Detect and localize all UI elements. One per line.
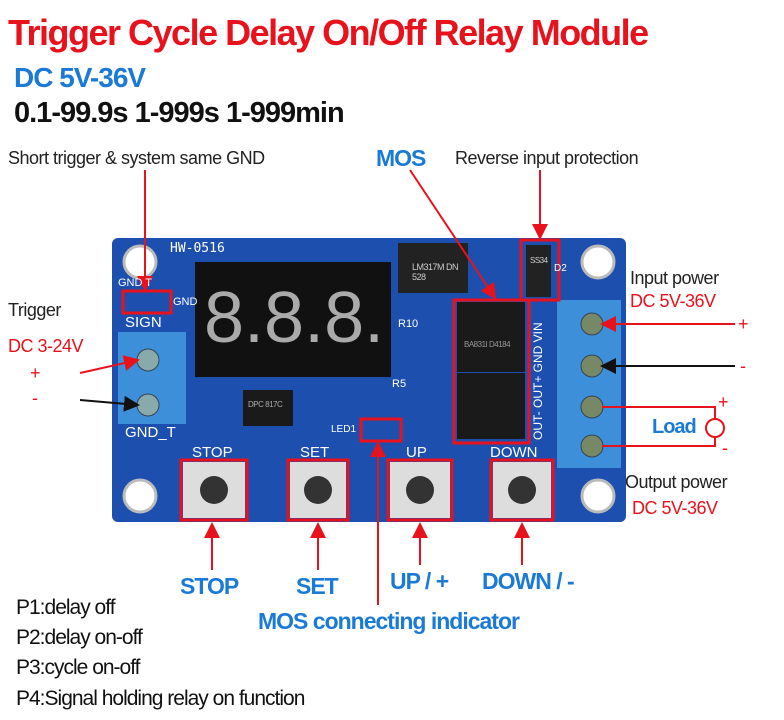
led1-label: LED1: [331, 424, 357, 435]
sign-label: SIGN: [125, 314, 162, 331]
gnd-t-bottom-label: GND_T: [125, 424, 176, 441]
terminal-labels: OUT- OUT+ GND VIN: [531, 322, 545, 440]
mode-p1: P1:delay off: [16, 596, 116, 619]
output-power-label: Output power: [625, 472, 728, 492]
r10-label: R10: [398, 318, 419, 330]
mode-p2: P2:delay on-off: [16, 626, 143, 649]
btn-label-down: DOWN: [490, 444, 538, 461]
regulator-label: LM317M DN 528: [412, 262, 459, 283]
input-minus: -: [740, 356, 746, 376]
trigger-minus: -: [32, 388, 38, 408]
mount-hole: [580, 244, 616, 280]
trigger-label: Trigger: [8, 300, 61, 320]
d2-label: D2: [554, 263, 567, 274]
screw: [136, 348, 160, 372]
regulator-chip: [398, 243, 468, 293]
input-voltage: DC 5V-36V: [630, 291, 716, 311]
board-model: HW-0516: [170, 241, 225, 256]
page-title: Trigger Cycle Delay On/Off Relay Module: [8, 12, 649, 53]
led-display: [195, 262, 391, 377]
load-minus: -: [722, 438, 728, 458]
mos-chip-label: BA831I D4184: [464, 340, 511, 349]
diode-label: SS34: [530, 256, 548, 265]
mount-hole: [122, 244, 158, 280]
optocoupler: [243, 390, 293, 426]
input-power-label: Input power: [630, 268, 719, 288]
screw: [136, 393, 160, 417]
up-callout: UP / +: [390, 568, 449, 594]
r5-label: R5: [392, 378, 407, 390]
load-plus: +: [718, 392, 729, 412]
gnd-t-label: GND T: [118, 277, 153, 289]
down-callout: DOWN / -: [482, 568, 575, 594]
gnd-label: GND: [173, 296, 198, 308]
optocoupler-label: DPC 817C: [248, 400, 283, 409]
short-trigger-note: Short trigger & system same GND: [8, 148, 265, 168]
set-callout: SET: [296, 573, 339, 599]
btn-label-up: UP: [406, 444, 427, 461]
mode-p4: P4:Signal holding relay on function: [16, 687, 305, 710]
btn-label-stop: STOP: [192, 444, 233, 461]
stop-callout: STOP: [180, 573, 239, 599]
display-digits: 8.8.8.: [204, 282, 384, 354]
mount-hole: [122, 478, 158, 514]
mos-chip: [457, 373, 525, 439]
btn-label-set: SET: [300, 444, 330, 461]
reverse-protection-note: Reverse input protection: [455, 148, 639, 168]
load-label: Load: [652, 416, 697, 438]
indicator-callout: MOS connecting indicator: [258, 608, 520, 634]
input-plus: +: [738, 314, 749, 334]
callout-lines: [79, 169, 735, 605]
diode: [526, 245, 551, 297]
mos-chip: [457, 302, 525, 372]
mode-p3: P3:cycle on-off: [16, 656, 141, 679]
output-voltage: DC 5V-36V: [632, 498, 718, 518]
trigger-plus: +: [30, 363, 41, 383]
mount-hole: [580, 478, 616, 514]
mos-label: MOS: [376, 145, 426, 171]
buttons: [183, 462, 551, 518]
voltage-spec: DC 5V-36V: [14, 62, 146, 93]
trigger-voltage: DC 3-24V: [8, 336, 84, 356]
time-ranges: 0.1-99.9s 1-999s 1-999min: [14, 97, 345, 129]
